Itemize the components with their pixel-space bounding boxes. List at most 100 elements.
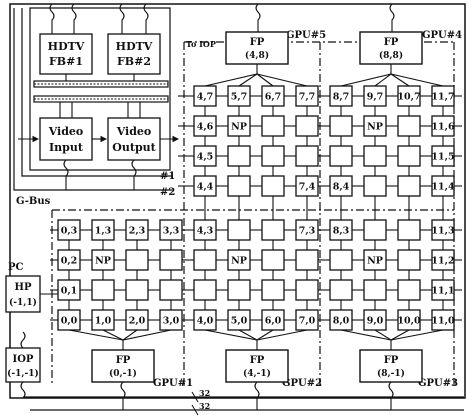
pe-cell (125, 279, 149, 301)
fp-fan-link (122, 329, 172, 341)
pe-cell: 0,3 (57, 219, 81, 241)
gpu1-label: GPU#1 (153, 378, 193, 389)
pe-coord-label: 1,3 (95, 226, 112, 237)
pe-cell: 11,1 (431, 279, 455, 301)
pe-cell (363, 145, 387, 167)
pe-coord-label: 11,2 (431, 256, 454, 267)
pe-coord-label: 11,3 (431, 226, 454, 237)
pe-coord-label: 10,7 (397, 92, 420, 103)
fp-coord: (8,8) (379, 50, 403, 61)
pe-cell (397, 279, 421, 301)
bus-2-frame (21, 8, 172, 177)
pe-coord-label: 4,0 (197, 316, 214, 327)
fp-fan-link (256, 329, 308, 341)
pe-coord-label: 8,4 (333, 182, 350, 193)
fp-fan-link (122, 329, 138, 341)
pe-cell: 11,0 (431, 309, 455, 331)
pe-coord-label: 1,0 (95, 316, 112, 327)
pe-cell (261, 175, 285, 197)
pe-cell: NP (227, 249, 251, 271)
hp-line2: (-1,1) (9, 297, 37, 308)
fp-node: FP(4,8) (225, 31, 289, 65)
fp-fan-link (390, 73, 444, 87)
video-input-line1: Video (48, 125, 84, 138)
iop-line2: (-1,-1) (7, 368, 39, 379)
pe-cell (397, 115, 421, 137)
pe-cell: 7,7 (295, 85, 319, 107)
bus-1-label: #1 (160, 171, 175, 182)
pe-coord-label: 8,7 (333, 92, 350, 103)
fp-name: FP (384, 355, 399, 366)
fp-fan-link (256, 73, 308, 87)
pe-coord-label: 11,4 (431, 182, 455, 193)
pe-cell: 5,7 (227, 85, 251, 107)
pe-coord-label: 3,0 (163, 316, 180, 327)
np-label: NP (367, 122, 383, 133)
pe-coord-label: 0,2 (61, 256, 78, 267)
pe-coord-label: 0,1 (61, 286, 78, 297)
pe-cell (295, 115, 319, 137)
hdtv-fb2-line1: HDTV (116, 40, 153, 53)
pe-coord-label: 11,0 (431, 316, 455, 327)
fp-fan-link (340, 329, 392, 341)
pe-cell (227, 219, 251, 241)
pe-cell: NP (363, 115, 387, 137)
pe-cell (329, 145, 353, 167)
pe-cell (397, 219, 421, 241)
pe-coord-label: 5,7 (231, 92, 248, 103)
fp-name: FP (384, 37, 399, 48)
pe-coord-label: 4,5 (197, 152, 214, 163)
fp-fan-link (238, 329, 258, 341)
pe-coord-label: 11,1 (431, 286, 454, 297)
fp-fan-link (68, 329, 124, 341)
gpu5-label: GPU#5 (286, 30, 326, 41)
bus-width-a: 32 (199, 388, 210, 398)
pe-cell (159, 249, 183, 271)
pe-coord-label: 7,0 (299, 316, 316, 327)
hdtv-fb2-box: HDTV FB#2 (107, 33, 161, 75)
fp-fan-link (340, 73, 392, 87)
pe-cell: 9,0 (363, 309, 387, 331)
pe-cell (295, 279, 319, 301)
hdtv-fb1-line1: HDTV (48, 40, 85, 53)
bus-width-b: 32 (199, 401, 210, 411)
fp-node: FP(0,-1) (91, 349, 155, 383)
pe-cell: 4,0 (193, 309, 217, 331)
pe-cell: 7,4 (295, 175, 319, 197)
fp-coord: (8,-1) (377, 368, 405, 379)
pe-cell: 10,7 (397, 85, 421, 107)
pe-cell (261, 249, 285, 271)
pe-cell (397, 175, 421, 197)
pe-cell (261, 279, 285, 301)
pe-coord-label: 5,0 (231, 316, 248, 327)
video-links (18, 74, 180, 143)
pe-cell (125, 249, 149, 271)
pe-cell (397, 249, 421, 271)
pe-cell: 0,1 (57, 279, 81, 301)
pe-coord-label: 6,7 (265, 92, 282, 103)
pe-cell (295, 249, 319, 271)
pe-coord-label: 4,3 (197, 226, 214, 237)
pe-cell (193, 279, 217, 301)
pe-cell (261, 219, 285, 241)
pe-cell: 2,3 (125, 219, 149, 241)
mesh-links (50, 95, 462, 321)
pe-coord-label: 4,7 (197, 92, 214, 103)
pe-coord-label: 6,0 (265, 316, 282, 327)
fp-coord: (4,-1) (243, 368, 271, 379)
fp-node: FP (8,8) (359, 31, 423, 65)
pe-cell (329, 115, 353, 137)
fp-node: FP(4,-1) (225, 349, 289, 383)
pe-cell: 3,0 (159, 309, 183, 331)
fp-fan-link (256, 329, 274, 341)
video-input-line2: Input (49, 141, 84, 154)
hdtv-fb1-line2: FB#1 (49, 55, 83, 68)
fp-fan-link (102, 329, 124, 341)
gbus-label: G-Bus (16, 196, 51, 207)
iop-line1: IOP (13, 354, 34, 365)
pe-cell: NP (227, 115, 251, 137)
pe-cell (363, 175, 387, 197)
